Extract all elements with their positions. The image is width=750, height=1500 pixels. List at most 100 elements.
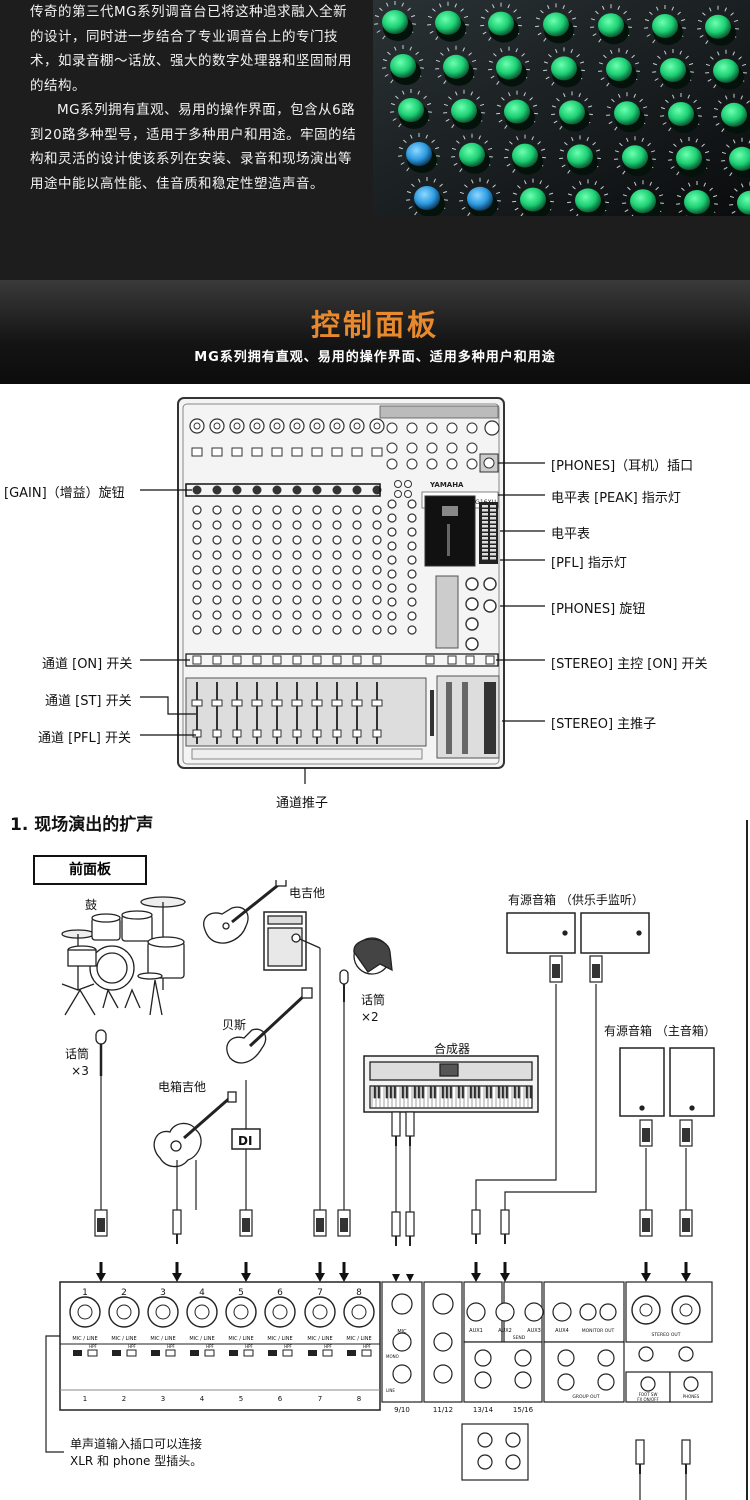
fader-slot	[256, 682, 258, 744]
knob-cap	[660, 58, 686, 82]
knob-tick	[433, 178, 436, 183]
knob-tick	[705, 40, 709, 45]
knob-tick	[476, 96, 480, 100]
bass-guitar-icon	[226, 987, 313, 1064]
knob-tick	[459, 168, 463, 173]
meter-led	[490, 549, 496, 552]
knob-tick	[448, 96, 452, 100]
knob-tick	[732, 51, 735, 56]
knob-tick	[614, 150, 619, 153]
knob-tick	[572, 17, 577, 20]
meter-led	[482, 541, 488, 544]
knob-cap	[435, 10, 461, 35]
master-knob	[465, 577, 479, 591]
synth-black-key	[529, 1085, 533, 1099]
knob-cap	[398, 98, 424, 122]
xlr-jack	[209, 418, 225, 434]
knob-cap	[551, 56, 577, 81]
section-title-live-sound: 1. 现场演出的扩声	[10, 815, 154, 835]
knob-tick	[634, 181, 637, 186]
knob-tick	[400, 162, 405, 165]
knob-tick	[602, 5, 605, 10]
knob-cap	[713, 58, 739, 83]
knob-tick	[545, 76, 550, 80]
knob-tick	[625, 49, 628, 54]
pfl-button	[312, 729, 322, 738]
mic-line-label: MIC / LINE	[111, 1336, 136, 1342]
knob-tick	[461, 206, 466, 210]
knob-tick	[715, 122, 720, 126]
mixer-top-panel-diagram: YAMAHA MG16XU	[140, 397, 545, 784]
plug-body	[172, 1209, 182, 1235]
on-button	[312, 655, 322, 665]
knob-tick	[456, 140, 460, 144]
knob-cap	[390, 54, 416, 78]
fader-cap	[311, 699, 323, 707]
knob-tick	[496, 104, 501, 107]
knob-tick	[471, 179, 474, 184]
on-button	[272, 655, 282, 665]
fader-cap	[191, 699, 203, 707]
knob-tick	[654, 78, 659, 81]
channel-knob	[352, 580, 362, 590]
knob-tick	[627, 18, 632, 21]
instruments-layer	[61, 880, 715, 1168]
knob-tick	[580, 61, 585, 64]
knob-tick	[559, 149, 564, 152]
phone-plug-icon	[391, 1111, 401, 1146]
channel-knob	[332, 565, 342, 575]
knob-tick	[724, 7, 727, 12]
knob-tick	[517, 16, 522, 19]
knob-tick	[384, 74, 389, 77]
knob-tick	[627, 186, 631, 191]
label-channel-fader: 通道推子	[276, 796, 329, 811]
plug-grip	[316, 1218, 324, 1232]
knob-tick	[631, 214, 634, 216]
xlr-plug-icon	[639, 1119, 653, 1147]
knob-tick	[432, 8, 436, 12]
group-out-jack	[557, 1349, 575, 1367]
knob-tick	[717, 51, 720, 56]
channel-number: 4	[199, 1288, 205, 1298]
plug-grip	[642, 1218, 650, 1232]
knob-tick	[512, 169, 516, 173]
line-jack	[386, 422, 398, 434]
pad-switch	[112, 1350, 121, 1356]
knob-tick	[652, 63, 657, 66]
line-jack	[466, 458, 478, 470]
line-jack	[386, 458, 398, 470]
knob-cap	[451, 98, 477, 123]
xlr-plug-icon	[313, 1209, 327, 1237]
knob-tick	[418, 178, 421, 183]
channel-knob	[312, 505, 322, 515]
knob-tick	[407, 7, 411, 11]
channel-knob	[372, 505, 382, 515]
plug-body	[500, 1209, 510, 1235]
knob-tick	[608, 121, 613, 125]
knob-tick	[504, 148, 509, 151]
meter-led	[490, 529, 496, 532]
knob-tick	[649, 11, 653, 15]
on-button	[292, 655, 302, 665]
knob-tick	[463, 135, 466, 140]
line-jack	[392, 1332, 412, 1352]
meter-led	[482, 525, 488, 528]
aux-jack	[466, 1302, 486, 1322]
channel-number: 6	[278, 1395, 283, 1403]
gain-knob	[352, 485, 362, 495]
channel-knob	[252, 595, 262, 605]
channel-knob	[312, 565, 322, 575]
knob-tick	[713, 107, 718, 111]
channel-knob	[192, 535, 202, 545]
hpf-switch	[322, 1349, 333, 1357]
phone-plug-icon	[635, 1439, 645, 1474]
knob-tick	[721, 151, 726, 155]
plug-body	[635, 1439, 645, 1465]
hpf-switch	[361, 1349, 372, 1357]
knob-tick	[443, 80, 447, 85]
channel-knob	[312, 595, 322, 605]
knob-tick	[679, 50, 682, 55]
electric-guitar-icon	[203, 880, 287, 944]
pad-switch	[331, 447, 343, 457]
meter-led	[490, 557, 496, 560]
